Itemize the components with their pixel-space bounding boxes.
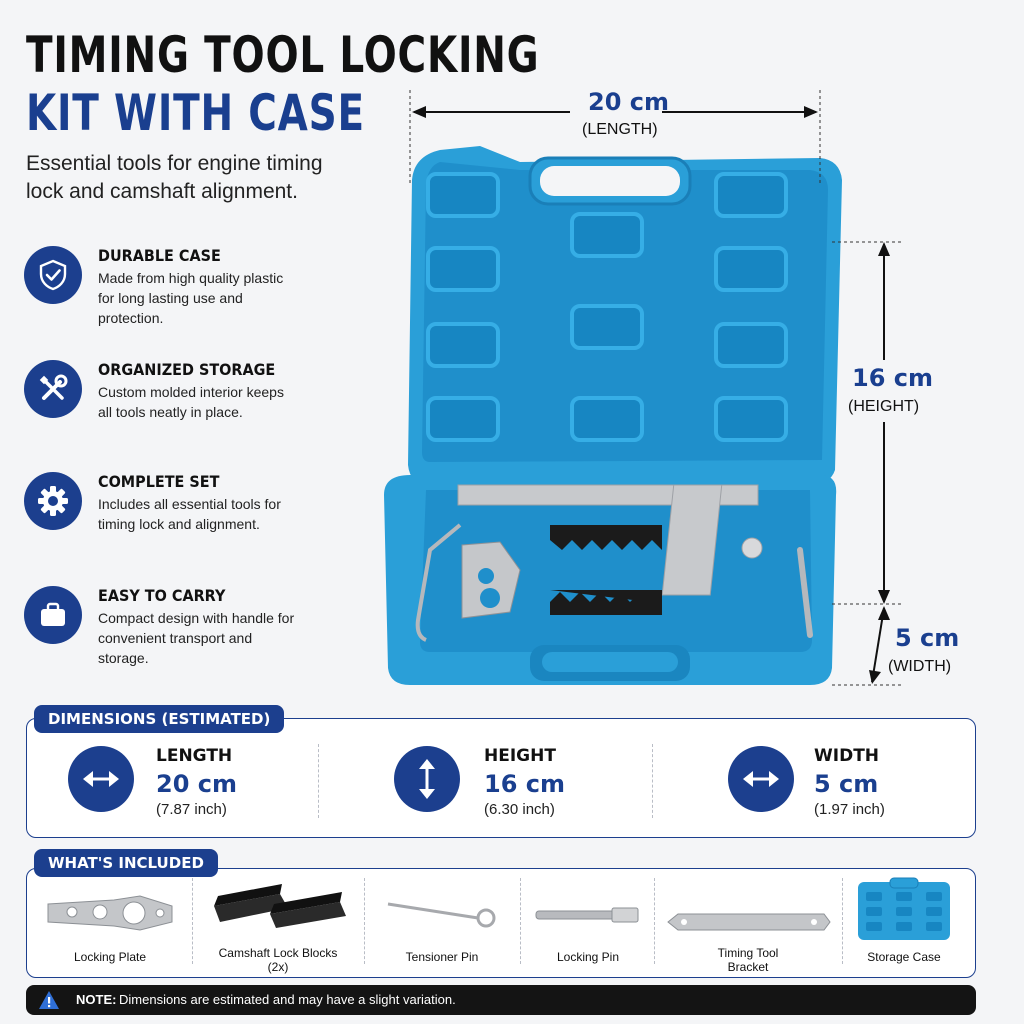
note-text: Dimensions are estimated and may have a … — [119, 992, 456, 1007]
locking-pin-image — [535, 907, 639, 923]
dimension-label: WIDTH — [814, 746, 880, 766]
length-label: (LENGTH) — [582, 121, 658, 138]
divider — [520, 878, 521, 964]
included-item-label: Storage Case — [867, 950, 941, 964]
locking-plate-image — [47, 895, 173, 931]
feature-desc: Custom molded interior keeps all tools n… — [98, 384, 284, 420]
included-item-label: Camshaft Lock Blocks (2x) — [218, 946, 338, 974]
warning-icon — [39, 991, 59, 1009]
divider — [842, 878, 843, 964]
height-value: 16 cm — [852, 364, 933, 392]
dimensions-tab: DIMENSIONS (ESTIMATED) — [34, 705, 285, 733]
feature-desc: Made from high quality plastic for long … — [98, 270, 284, 326]
vertical-arrow-icon — [394, 746, 460, 812]
feature-easy-to-carry: EASY TO CARRY Compact design with handle… — [24, 586, 324, 686]
height-width-dimension-lines — [832, 241, 902, 686]
dimension-value: 5 cm — [814, 770, 879, 798]
page-title-line2: KIT WITH CASE — [26, 84, 365, 142]
dimension-label: HEIGHT — [484, 746, 556, 766]
width-value: 5 cm — [895, 624, 960, 652]
dimension-value: 20 cm — [156, 770, 237, 798]
feature-organized-storage: ORGANIZED STORAGE Custom molded interior… — [24, 360, 324, 460]
tool-kit-case-image — [384, 146, 842, 685]
page-title: TIMING TOOL LOCKING — [26, 26, 540, 84]
divider — [192, 878, 193, 964]
height-label: (HEIGHT) — [848, 398, 920, 415]
included-tab: WHAT'S INCLUDED — [34, 849, 218, 877]
camshaft-blocks-image — [214, 884, 346, 928]
horizontal-arrow-icon — [68, 746, 134, 812]
divider — [652, 744, 653, 818]
feature-title: EASY TO CARRY — [98, 586, 226, 605]
dimension-value: 16 cm — [484, 770, 565, 798]
horizontal-arrow-icon — [728, 746, 794, 812]
included-item-label: Locking Plate — [73, 950, 147, 964]
shield-check-icon — [24, 246, 82, 304]
included-item-label: Tensioner Pin — [405, 950, 479, 964]
feature-desc: Compact design with handle for convenien… — [98, 610, 295, 666]
feature-complete-set: COMPLETE SET Includes all essential tool… — [24, 472, 324, 572]
length-value: 20 cm — [588, 88, 669, 116]
tensioner-pin-image — [387, 902, 496, 928]
included-item-label: Timing Tool Bracket — [717, 946, 779, 974]
timing-bracket-image — [667, 913, 831, 931]
dimension-inch: (6.30 inch) — [484, 801, 555, 818]
feature-desc: Includes all essential tools for timing … — [98, 496, 281, 532]
divider — [318, 744, 319, 818]
feature-title: DURABLE CASE — [98, 246, 221, 265]
length-dimension-line — [409, 90, 821, 184]
dimensions-panel — [26, 718, 976, 838]
page-subtitle: Essential tools for engine timing lock a… — [26, 152, 323, 203]
wrench-screwdriver-icon — [24, 360, 82, 418]
feature-durable-case: DURABLE CASE Made from high quality plas… — [24, 246, 324, 346]
dimension-inch: (7.87 inch) — [156, 801, 227, 818]
storage-case-image — [858, 877, 950, 940]
width-label: (WIDTH) — [888, 658, 952, 675]
divider — [654, 878, 655, 964]
divider — [364, 878, 365, 964]
note-label: NOTE: — [76, 992, 117, 1007]
feature-title: ORGANIZED STORAGE — [98, 360, 276, 379]
dimension-inch: (1.97 inch) — [814, 801, 885, 818]
note-bar: NOTE: Dimensions are estimated and may h… — [26, 985, 976, 1015]
included-item-label: Locking Pin — [556, 950, 620, 964]
gear-icon — [24, 472, 82, 530]
briefcase-icon — [24, 586, 82, 644]
feature-title: COMPLETE SET — [98, 472, 220, 491]
dimension-label: LENGTH — [156, 746, 233, 766]
